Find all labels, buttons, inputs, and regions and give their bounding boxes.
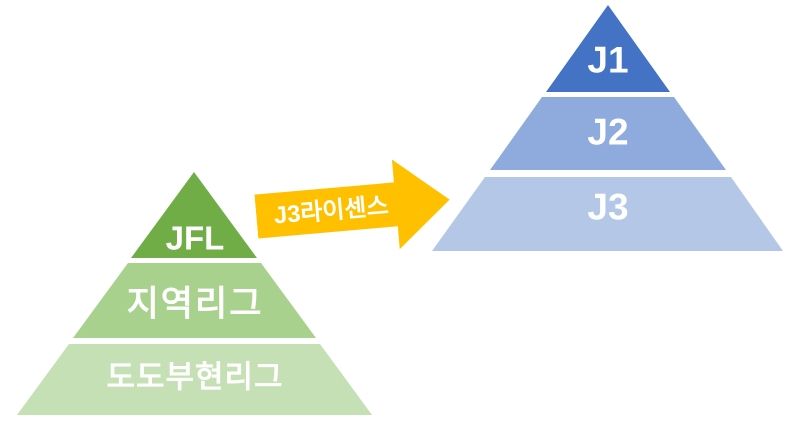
right-pyramid-tier2-label: J2 bbox=[587, 112, 628, 153]
license-arrow: J3라이센스 bbox=[252, 154, 455, 263]
arrow-right-shape bbox=[254, 159, 450, 250]
left-pyramid-tier3-label: 도도부현리그 bbox=[106, 360, 283, 395]
right-pyramid-tier1-label: J1 bbox=[587, 40, 628, 81]
left-pyramid-tier2-shape bbox=[73, 263, 316, 338]
arrow-right-icon: J3라이센스 bbox=[254, 159, 450, 250]
right-pyramid-tier1-shape bbox=[546, 5, 670, 92]
right-league-pyramid: J1 J2 J3 bbox=[432, 5, 783, 251]
left-pyramid-tier1-label: JFL bbox=[166, 220, 225, 257]
left-pyramid-tier1-shape bbox=[131, 172, 257, 258]
left-pyramid-tier2-label: 지역리그 bbox=[127, 285, 264, 324]
right-pyramid-tier2-shape bbox=[490, 97, 726, 170]
right-pyramid-tier3-shape bbox=[432, 177, 783, 251]
left-pyramid-tier3-shape bbox=[17, 344, 372, 415]
right-pyramid-tier3-label: J3 bbox=[587, 187, 628, 228]
left-league-pyramid: JFL 지역리그 도도부현리그 bbox=[17, 172, 372, 415]
